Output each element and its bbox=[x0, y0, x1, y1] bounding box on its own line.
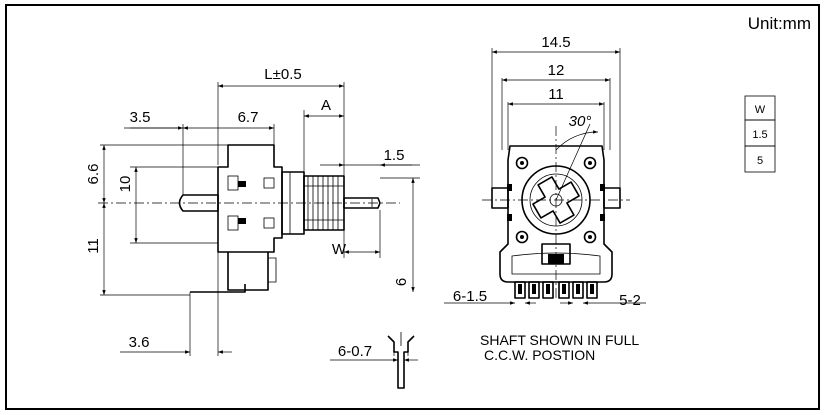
side-tab-left bbox=[491, 187, 509, 209]
tab-detail bbox=[263, 177, 275, 189]
dim-6-6: 6.6 bbox=[85, 164, 102, 185]
dim-6-7: 6.7 bbox=[238, 109, 259, 126]
drawing-frame bbox=[5, 4, 820, 410]
dim-6-1-5: 6-1.5 bbox=[453, 288, 487, 305]
side-body bbox=[217, 144, 283, 253]
tab-detail bbox=[238, 218, 246, 224]
tab-detail bbox=[227, 175, 239, 191]
shaft-tip bbox=[343, 197, 381, 209]
note-line-2: C.C.W. POSTION bbox=[484, 347, 595, 363]
table-cell: 1.5 bbox=[752, 129, 767, 141]
terminal-leg bbox=[190, 284, 246, 293]
shaft-slot bbox=[532, 176, 580, 224]
angle-30: 30° bbox=[569, 113, 592, 130]
w-table: W 1.5 5 bbox=[744, 95, 776, 173]
unit-label: Unit:mm bbox=[748, 14, 811, 33]
dim-11-front: 11 bbox=[548, 86, 564, 103]
dim-3-5: 3.5 bbox=[130, 109, 151, 126]
side-tab-right bbox=[603, 187, 621, 209]
lower-bracket bbox=[227, 252, 269, 291]
side-view: L±0.5 A 3.5 6.7 1.5 6.6 10 11 W 6 3.6 bbox=[85, 66, 420, 356]
bottom-pins bbox=[514, 281, 598, 299]
tab-detail bbox=[263, 217, 275, 229]
dim-length: L±0.5 bbox=[264, 66, 301, 83]
knurled-shaft bbox=[303, 175, 381, 231]
dim-6: 6 bbox=[393, 278, 410, 286]
dim-w: W bbox=[332, 241, 347, 258]
note-line-1: SHAFT SHOWN IN FULL bbox=[480, 332, 639, 348]
dim-14-5: 14.5 bbox=[541, 34, 570, 51]
table-cell: 5 bbox=[757, 155, 763, 167]
mounting-hole bbox=[515, 230, 529, 244]
dim-12: 12 bbox=[548, 62, 565, 79]
mounting-hole bbox=[583, 230, 597, 244]
dim-3-6: 3.6 bbox=[129, 334, 150, 351]
bushing-nose bbox=[178, 194, 219, 212]
mounting-hole bbox=[583, 156, 597, 170]
lower-bracket-tab bbox=[268, 257, 277, 283]
front-body bbox=[499, 145, 613, 283]
dim-6-0-7: 6-0.7 bbox=[338, 343, 372, 360]
dim-10: 10 bbox=[117, 176, 134, 193]
front-view: 14.5 12 11 30° bbox=[444, 34, 646, 309]
pin-detail: 6-0.7 bbox=[330, 332, 418, 389]
dim-1-5: 1.5 bbox=[384, 147, 405, 164]
dim-a: A bbox=[321, 97, 331, 114]
table-header: W bbox=[755, 104, 766, 116]
tab-detail bbox=[238, 181, 246, 187]
tab-detail bbox=[227, 215, 239, 231]
dim-5-2: 5-2 bbox=[619, 292, 641, 309]
dim-11: 11 bbox=[85, 238, 102, 254]
mounting-hole bbox=[515, 156, 529, 170]
